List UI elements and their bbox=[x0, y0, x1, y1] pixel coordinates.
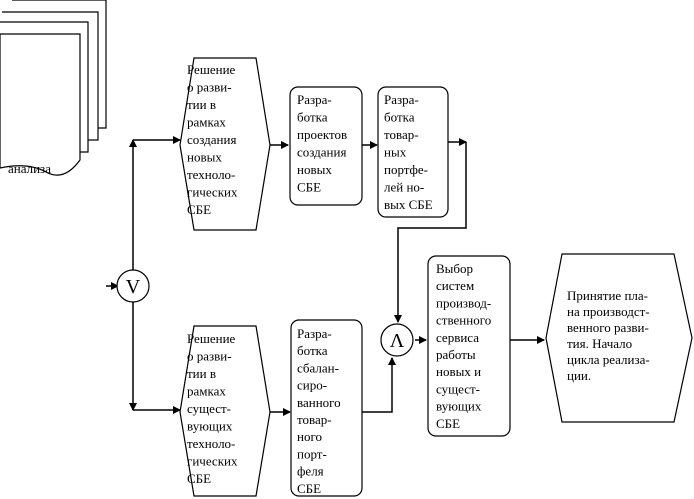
node-line: новых bbox=[297, 162, 332, 177]
node-line: ботка bbox=[297, 343, 328, 358]
node-line: сиро- bbox=[297, 378, 327, 393]
node-line: феля bbox=[297, 464, 324, 479]
node-line: ного bbox=[297, 429, 322, 444]
select-service-systems-text: Выбор систем производ-ственного сервиса рабо… bbox=[436, 261, 491, 431]
final-plan-text: Принятие пла-на производст-венного разви… bbox=[567, 288, 650, 383]
or-gate: V bbox=[116, 269, 150, 303]
node-line: Решение bbox=[187, 62, 236, 77]
node-line: гических bbox=[187, 454, 238, 469]
node-line: Разра- bbox=[384, 92, 419, 107]
node-line: проектов bbox=[297, 127, 347, 142]
connectors bbox=[106, 136, 545, 416]
node-line: Разра- bbox=[297, 326, 332, 341]
node-line: товар- bbox=[297, 412, 332, 427]
node-line: СБЕ bbox=[436, 416, 460, 431]
node-line: ботка bbox=[384, 110, 415, 125]
node-line: СБЕ bbox=[297, 481, 321, 496]
or-gate-symbol: V bbox=[126, 276, 141, 298]
node-line: о разви- bbox=[187, 80, 232, 95]
node-line: Решение bbox=[187, 331, 236, 346]
node-line: товар- bbox=[384, 127, 419, 142]
node-line: ственного bbox=[436, 313, 491, 328]
document-stack-label: анализа bbox=[8, 161, 51, 176]
node-line: рамках bbox=[187, 115, 226, 130]
dev-balanced-portfolio-text: Разра-ботка сбалан-сиро-ванного товар-ного… bbox=[297, 326, 341, 496]
decision-new-node: Решение о разви-тии в рамках создания новых т… bbox=[179, 57, 271, 231]
select-service-systems-node: Выбор систем производ-ственного сервиса рабо… bbox=[427, 255, 511, 437]
arrow-to-and-gate-bottom bbox=[362, 357, 396, 413]
node-line: вующих bbox=[187, 419, 233, 434]
node-line: сущест- bbox=[436, 381, 480, 396]
arrow-to-and-gate-top bbox=[394, 142, 467, 323]
dev-balanced-portfolio-node: Разра-ботка сбалан-сиро-ванного товар-ного… bbox=[290, 319, 363, 497]
node-line: Разра- bbox=[297, 92, 332, 107]
node-line: техноло- bbox=[187, 167, 235, 182]
node-line: сущест- bbox=[187, 401, 231, 416]
node-line: СБЕ bbox=[297, 180, 321, 195]
node-line: портфе- bbox=[384, 162, 428, 177]
node-line: СБЕ bbox=[187, 471, 211, 486]
node-line: новых bbox=[187, 150, 222, 165]
node-line: лей но- bbox=[384, 180, 424, 195]
node-line: СБЕ bbox=[187, 202, 211, 217]
node-line: тии в bbox=[187, 366, 216, 381]
node-line: работы bbox=[436, 347, 476, 362]
node-line: создания bbox=[297, 145, 346, 160]
node-line: сервиса bbox=[436, 330, 479, 345]
node-line: тии в bbox=[187, 97, 216, 112]
node-line: производ- bbox=[436, 295, 491, 310]
node-line: цикла реализа- bbox=[567, 352, 650, 367]
final-plan-node: Принятие пла-на производст-венного разви… bbox=[545, 253, 693, 423]
node-line: на производст- bbox=[567, 304, 650, 319]
dev-product-portfolios-text: Разра-ботка товар-ных портфе-лей но-вых СБ… bbox=[384, 92, 433, 212]
node-line: систем bbox=[436, 278, 474, 293]
node-line: тия. Начало bbox=[567, 336, 632, 351]
node-line: рамках bbox=[187, 384, 226, 399]
node-line: о разви- bbox=[187, 349, 232, 364]
node-line: венного разви- bbox=[567, 320, 649, 335]
node-line: вых СБЕ bbox=[384, 197, 433, 212]
node-line: ботка bbox=[297, 110, 328, 125]
node-line: гических bbox=[187, 185, 238, 200]
node-line: ных bbox=[384, 145, 407, 160]
node-line: Выбор bbox=[436, 261, 473, 276]
node-line: техноло- bbox=[187, 436, 235, 451]
node-line: Принятие пла- bbox=[567, 288, 648, 303]
decision-new-text: Решение о разви-тии в рамках создания новых т… bbox=[187, 62, 238, 217]
node-line: новых и bbox=[436, 364, 481, 379]
node-line: создания bbox=[187, 132, 236, 147]
and-gate-symbol: Λ bbox=[390, 330, 405, 352]
node-line: ции. bbox=[567, 368, 591, 383]
node-line: вующих bbox=[436, 399, 482, 414]
node-line: порт- bbox=[297, 446, 327, 461]
and-gate: Λ bbox=[380, 323, 414, 357]
decision-existing-text: Решение о разви-тии в рамках сущест-вующих т… bbox=[187, 331, 238, 486]
dev-product-portfolios-node: Разра-ботка товар-ных портфе-лей но-вых СБ… bbox=[377, 86, 449, 218]
node-line: сбалан- bbox=[297, 360, 339, 375]
decision-existing-node: Решение о разви-тии в рамках сущест-вующих т… bbox=[179, 325, 271, 497]
node-line: ванного bbox=[297, 395, 341, 410]
document-stack: анализа bbox=[0, 0, 107, 176]
